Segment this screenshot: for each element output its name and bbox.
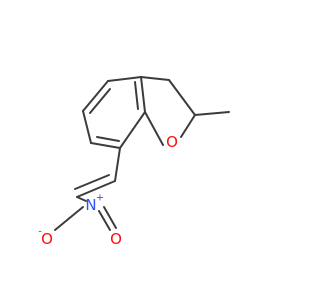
nitro-oxygen-single-label: O xyxy=(41,230,53,248)
nitro-nitrogen-label: N xyxy=(85,196,96,214)
bond-vinyl-n xyxy=(76,196,87,202)
bond-vinyl-double xyxy=(76,180,116,198)
bond-n-o-double-a xyxy=(98,210,111,231)
bond-c4-c3 xyxy=(119,111,146,149)
ring-oxygen-label: O xyxy=(166,133,178,151)
bond-c1-c2 xyxy=(107,76,142,82)
bond-c4-vinyl xyxy=(114,147,121,182)
molecule-structure: O N + O O - xyxy=(38,76,230,248)
bond-vinyl-double-inner xyxy=(74,174,110,190)
bond-chme-o xyxy=(180,114,196,138)
bond-c3-c2 xyxy=(140,76,146,113)
nitro-nitrogen-charge: + xyxy=(96,193,104,204)
bond-c5-c4-inner xyxy=(96,136,120,142)
bond-lines xyxy=(54,76,230,231)
bond-c1-c6 xyxy=(82,80,109,112)
bond-c3-c2-inner xyxy=(134,81,139,110)
bond-n-o-single xyxy=(54,206,84,231)
bond-c5-c4 xyxy=(90,142,121,149)
nitro-oxygen-single-charge: - xyxy=(38,227,42,238)
bond-c1-c6-inner xyxy=(89,88,111,114)
bond-o-c3 xyxy=(144,111,164,146)
bond-c2-ch2 xyxy=(140,76,170,81)
nitro-oxygen-double-label: O xyxy=(110,230,122,248)
bond-ch2-chme xyxy=(168,79,196,116)
bond-n-o-double-b xyxy=(103,206,117,229)
bond-chme-methyl xyxy=(194,111,230,116)
bond-c6-c5 xyxy=(82,110,92,144)
